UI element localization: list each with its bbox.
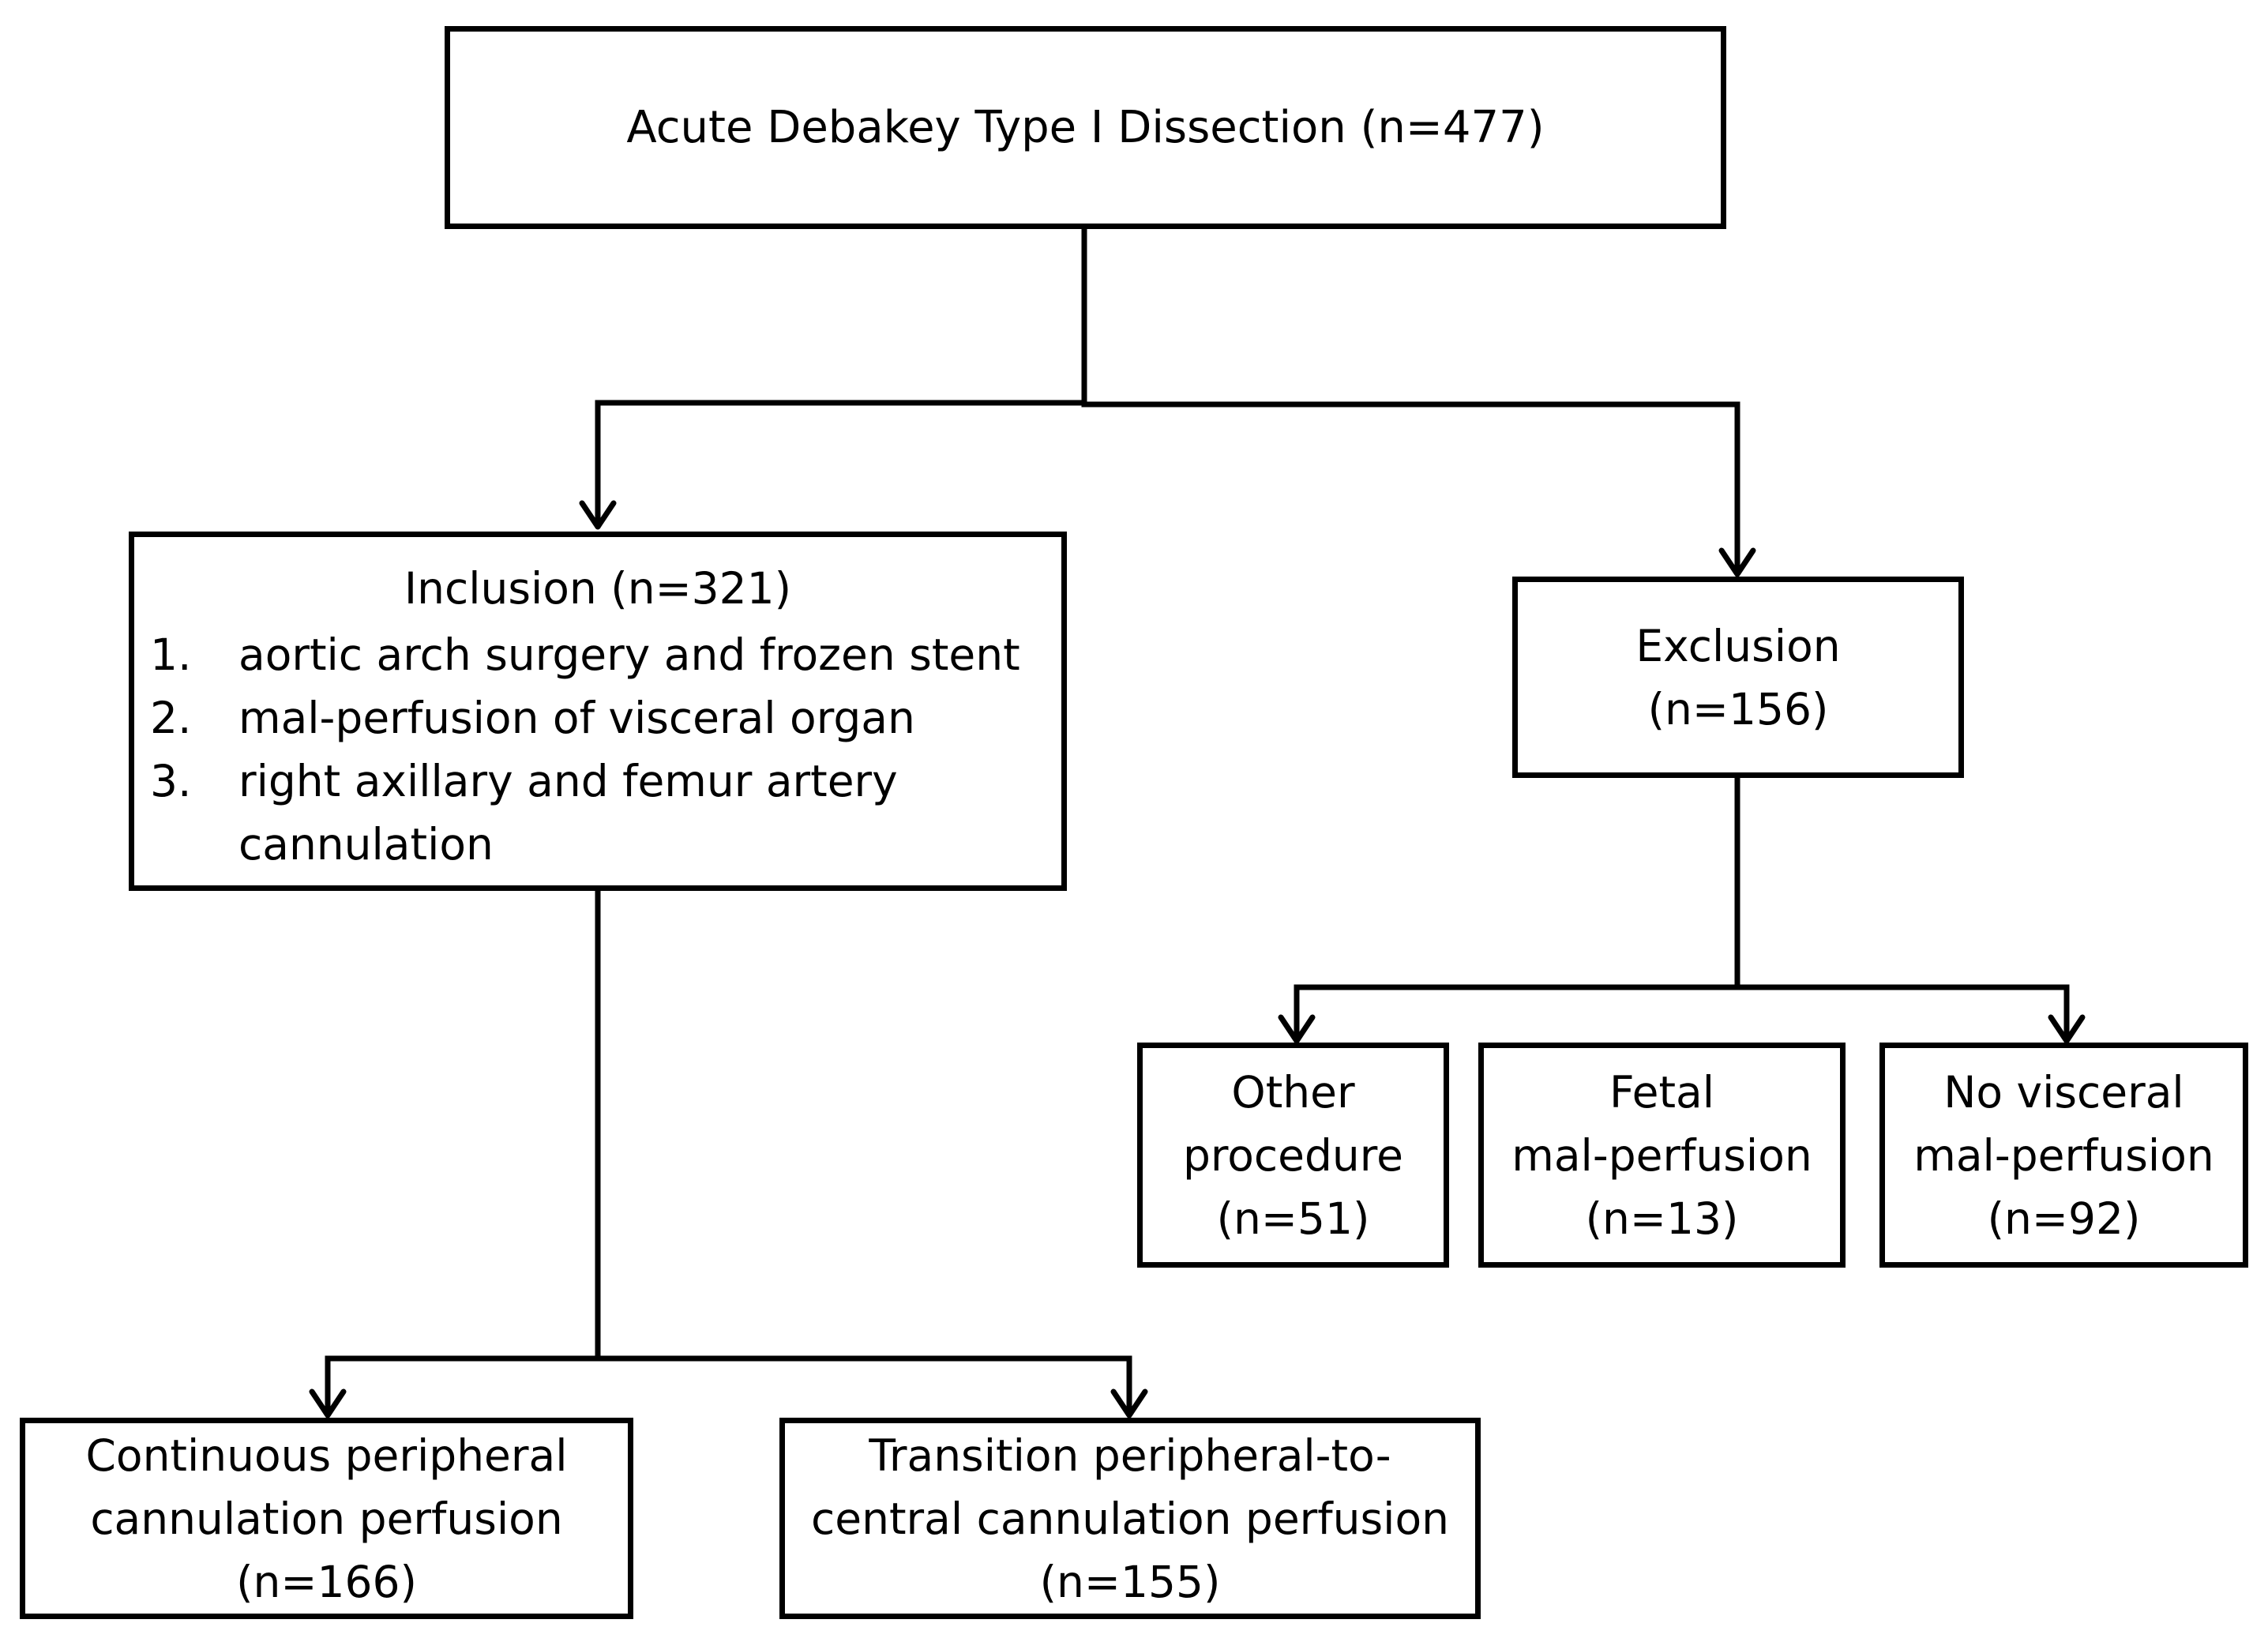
other-procedure-box: Other procedure (n=51) xyxy=(1137,1043,1449,1268)
group-line: mal-perfusion xyxy=(1913,1129,2214,1181)
criterion-number: 1. xyxy=(150,629,192,680)
criterion-text-continuation: cannulation xyxy=(238,819,494,870)
group-line: Other xyxy=(1231,1066,1355,1118)
criterion-text-wrap: right axillary and femur artery cannulat… xyxy=(238,750,898,876)
fetal-malperfusion-box: Fetal mal-perfusion (n=13) xyxy=(1478,1043,1846,1268)
arrowhead-novisceral xyxy=(2048,1014,2086,1044)
arrowhead-exclusion xyxy=(1718,547,1756,577)
root-box: Acute Debakey Type I Dissection (n=477) xyxy=(445,26,1726,229)
arrowhead-continuous xyxy=(309,1388,347,1418)
criterion-text: aortic arch surgery and frozen stent xyxy=(238,629,1020,680)
group-count: (n=166) xyxy=(236,1556,417,1607)
group-count: (n=13) xyxy=(1585,1193,1739,1244)
group-line: central cannulation perfusion xyxy=(811,1493,1449,1544)
criterion-text: mal-perfusion of visceral organ xyxy=(238,693,915,743)
connector-split-to-inclusion xyxy=(595,400,1087,528)
exclusion-title: Exclusion xyxy=(1635,620,1841,671)
group-line: No visceral xyxy=(1943,1066,2184,1118)
criterion-number: 2. xyxy=(150,693,192,743)
criterion-item: 2. mal-perfusion of visceral organ xyxy=(134,686,1061,750)
inclusion-title: Inclusion (n=321) xyxy=(404,563,792,614)
group-count: (n=92) xyxy=(1987,1193,2141,1244)
no-visceral-malperfusion-box: No visceral mal-perfusion (n=92) xyxy=(1879,1043,2248,1268)
group-count: (n=155) xyxy=(1039,1556,1221,1607)
exclusion-box: Exclusion (n=156) xyxy=(1512,577,1964,778)
inclusion-box: Inclusion (n=321) 1. aortic arch surgery… xyxy=(129,532,1067,891)
criterion-text: right axillary and femur artery xyxy=(238,756,898,806)
inclusion-criteria-list: 1. aortic arch surgery and frozen stent … xyxy=(134,623,1061,876)
group-line: Fetal xyxy=(1609,1066,1714,1118)
group-line: mal-perfusion xyxy=(1511,1129,1812,1181)
root-label: Acute Debakey Type I Dissection (n=477) xyxy=(626,101,1545,153)
transition-peripheral-to-central-box: Transition peripheral-to- central cannul… xyxy=(779,1418,1481,1619)
criterion-item: 3. right axillary and femur artery cannu… xyxy=(134,750,1061,876)
group-line: Continuous peripheral xyxy=(85,1430,568,1481)
arrowhead-other xyxy=(1278,1014,1316,1044)
group-count: (n=51) xyxy=(1216,1193,1370,1244)
criterion-item: 1. aortic arch surgery and frozen stent xyxy=(134,623,1061,686)
arrowhead-inclusion xyxy=(579,500,617,530)
exclusion-count: (n=156) xyxy=(1647,683,1829,735)
continuous-peripheral-box: Continuous peripheral cannulation perfus… xyxy=(20,1418,633,1619)
group-line: cannulation perfusion xyxy=(90,1493,563,1544)
group-line: Transition peripheral-to- xyxy=(869,1430,1391,1481)
criterion-number: 3. xyxy=(150,756,192,806)
group-line: procedure xyxy=(1182,1129,1404,1181)
arrowhead-transition xyxy=(1110,1388,1148,1418)
connector-split-to-exclusion xyxy=(1081,401,1740,572)
